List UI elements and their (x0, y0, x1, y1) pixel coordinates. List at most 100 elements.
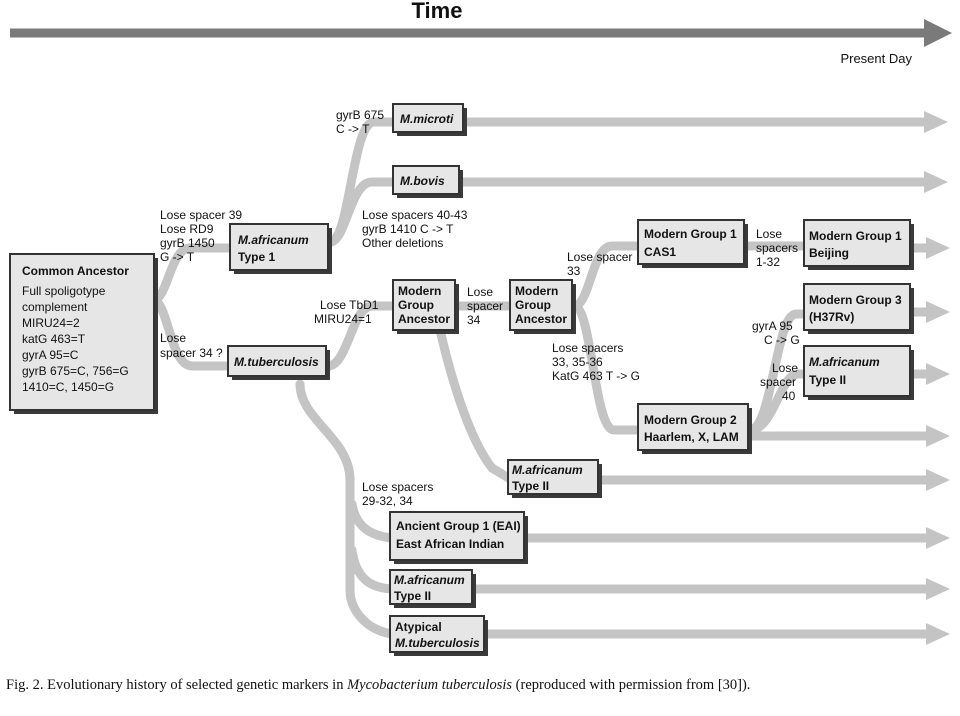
node-ancient-group-1: Ancient Group 1 (EAI) East African India… (389, 511, 528, 564)
branch-tb-to-modern-ancestor (323, 301, 399, 371)
ann-lose-spacer-34-line-2: spacer (467, 299, 503, 313)
node-m-africanum-type2-middle: M.africanum Type II (507, 459, 602, 498)
annotation-lose-spacer-34: Lose spacer 34 (467, 285, 503, 327)
beijing-line-2: Beijing (809, 246, 849, 260)
ann-lose-spacers-29-32-line-2: 29-32, 34 (362, 494, 413, 508)
node-modern-group-3: Modern Group 3 (H37Rv) (803, 283, 914, 334)
common-ancestor-line-1: Full spoligotype (22, 284, 106, 298)
ann-lose-spacer-40-line-2: spacer (760, 375, 796, 389)
annotation-lose-spacers-29-32: Lose spacers 29-32, 34 (362, 480, 433, 508)
node-modern-group-ancestor-2: Modern Group Ancestor (509, 279, 576, 334)
common-ancestor-line-3: MIRU24=2 (22, 316, 80, 330)
arrow-group3 (912, 301, 950, 323)
ann-gyra-95-line-2: C -> G (764, 333, 800, 347)
ann-lose-spacer-34q-line-1: Lose (160, 331, 186, 345)
node-modern-group-ancestor-1: Modern Group Ancestor (392, 279, 459, 334)
arrow-eai (526, 527, 950, 549)
branch-mg2-to-africanum2 (745, 369, 811, 435)
branch-to-modern-group-2 (569, 301, 645, 435)
common-ancestor-line-7: 1410=C, 1450=G (22, 380, 114, 394)
present-arrows (462, 111, 950, 645)
annotation-lose-spacer-40: Lose spacer 40 (760, 361, 798, 403)
time-title: Time (412, 0, 463, 23)
atypical-line-2: M.tuberculosis (395, 636, 480, 650)
figure-caption: Fig. 2. Evolutionary history of selected… (6, 676, 956, 694)
ann-lose-spacers-1-32-line-1: Lose (756, 227, 782, 241)
diagram-canvas: Time Present Day Common Ancestor (9, 0, 952, 656)
ann-lose-spacers-40-43-line-3: Other deletions (362, 236, 443, 250)
ann-gyrb-675-line-2: C -> T (336, 122, 370, 136)
time-arrow-head (924, 19, 952, 47)
beijing-line-1: Modern Group 1 (809, 229, 902, 243)
ann-lose-tbd1-line-1: Lose TbD1 (320, 298, 379, 312)
tree-branches (148, 117, 811, 639)
africanum2-lower-line-2: Type II (394, 589, 431, 603)
annotation-gyrb-675: gyrB 675 C -> T (336, 108, 384, 136)
ann-lose-spacer-33-line-1: Lose spacer (567, 250, 632, 264)
ann-lose-spacer-34-line-3: 34 (467, 313, 481, 327)
common-ancestor-line-6: gyrB 675=C, 756=G (22, 364, 129, 378)
ann-lose-spacer-39-line-4: G -> T (160, 250, 195, 264)
ann-lose-spacer-39-line-1: Lose spacer 39 (160, 208, 242, 222)
ann-lose-spacer-39-line-3: gyrB 1450 (160, 236, 215, 250)
group2-line-1: Modern Group 2 (644, 413, 737, 427)
branch-to-eai (347, 499, 397, 543)
africanum2-middle-line-1: M.africanum (512, 463, 583, 477)
modern-ancestor-1-line-3: Ancestor (398, 312, 450, 326)
common-ancestor-title: Common Ancestor (22, 264, 129, 278)
common-ancestor-line-5: gyrA 95=C (22, 348, 79, 362)
modern-ancestor-2-line-1: Modern (515, 284, 558, 298)
annotation-lose-spacers-33-35-36: Lose spacers 33, 35-36 KatG 463 T -> G (552, 341, 640, 383)
node-m-bovis: M.bovis (392, 165, 463, 198)
ann-lose-spacer-33-line-2: 33 (567, 264, 581, 278)
time-arrow (10, 19, 952, 47)
branch-tb-to-ancient-group (295, 379, 397, 639)
m-tuberculosis-line-1: M.tuberculosis (234, 355, 319, 369)
caption-text-before: Evolutionary history of selected genetic… (47, 677, 344, 693)
cas1-line-1: Modern Group 1 (644, 227, 737, 241)
modern-ancestor-2-line-3: Ancestor (515, 312, 567, 326)
ann-lose-spacers-40-43-line-2: gyrB 1410 C -> T (362, 222, 454, 236)
m-bovis-line-1: M.bovis (400, 174, 445, 188)
present-day-label: Present Day (840, 51, 912, 66)
ann-lose-tbd1-line-2: MIRU24=1 (314, 312, 372, 326)
branch-to-africanum2-lower (347, 545, 397, 594)
africanum2-lower-line-1: M.africanum (394, 573, 465, 587)
common-ancestor-line-2: complement (22, 300, 88, 314)
m-africanum-type1-line-1: M.africanum (238, 233, 309, 247)
ann-lose-spacers-40-43-line-1: Lose spacers 40-43 (362, 208, 468, 222)
ann-lose-spacer-40-line-3: 40 (782, 389, 796, 403)
ann-lose-spacers-33-35-36-line-3: KatG 463 T -> G (552, 369, 640, 383)
ann-lose-spacer-34-line-1: Lose (467, 285, 493, 299)
common-ancestor-line-4: katG 463=T (22, 332, 86, 346)
arrow-microti (466, 111, 948, 133)
node-m-africanum-type2-lower: M.africanum Type II (389, 569, 476, 608)
branch-ancestor-to-africanum2-mid (435, 325, 517, 485)
node-m-microti: M.microti (392, 103, 467, 136)
group3-line-2: (H37Rv) (809, 310, 854, 324)
modern-ancestor-2-line-2: Group (515, 298, 551, 312)
caption-label: Fig. 2. (6, 677, 44, 693)
node-modern-group-1-beijing: Modern Group 1 Beijing (803, 219, 914, 270)
ann-gyrb-675-line-1: gyrB 675 (336, 108, 384, 122)
modern-ancestor-1-line-1: Modern (398, 284, 441, 298)
m-microti-line-1: M.microti (400, 112, 454, 126)
branch-to-bovis (325, 177, 399, 247)
arrow-atypical (486, 623, 950, 645)
annotation-lose-spacers-1-32: Lose spacers 1-32 (756, 227, 798, 269)
ann-lose-spacers-1-32-line-3: 1-32 (756, 255, 780, 269)
arrow-africanum2-middle (600, 469, 950, 491)
cas1-line-2: CAS1 (644, 245, 676, 259)
africanum2-upper-line-1: M.africanum (809, 355, 880, 369)
ann-lose-spacer-39-line-2: Lose RD9 (160, 222, 214, 236)
caption-text-after: (reproduced with permission from [30]). (515, 677, 751, 693)
arrow-africanum2-lower (474, 578, 950, 600)
africanum2-middle-line-2: Type II (512, 479, 549, 493)
arrow-africanum2-upper (912, 363, 950, 385)
node-m-tuberculosis: M.tuberculosis (227, 345, 330, 380)
annotation-lose-spacer-34q: Lose spacer 34 ? (160, 331, 223, 360)
arrow-beijing (912, 237, 950, 259)
annotation-lose-tbd1: Lose TbD1 MIRU24=1 (314, 298, 379, 326)
node-atypical: Atypical M.tuberculosis (389, 615, 488, 656)
